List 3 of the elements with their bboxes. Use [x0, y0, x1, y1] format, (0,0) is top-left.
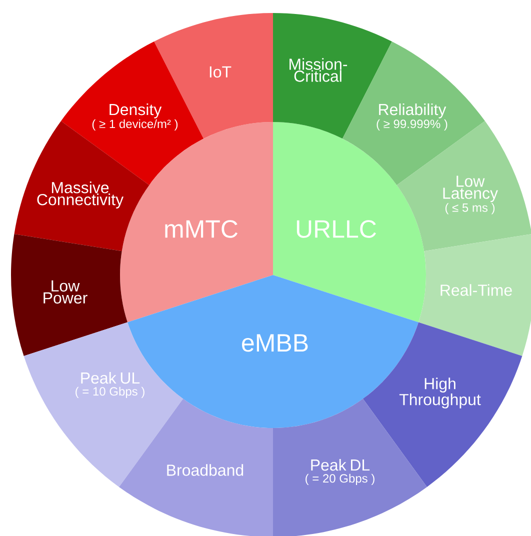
ring-segment: Real-Time: [418, 234, 531, 356]
ring-segment: Broadband: [119, 398, 273, 536]
ring-segment: Low Power: [11, 234, 128, 356]
